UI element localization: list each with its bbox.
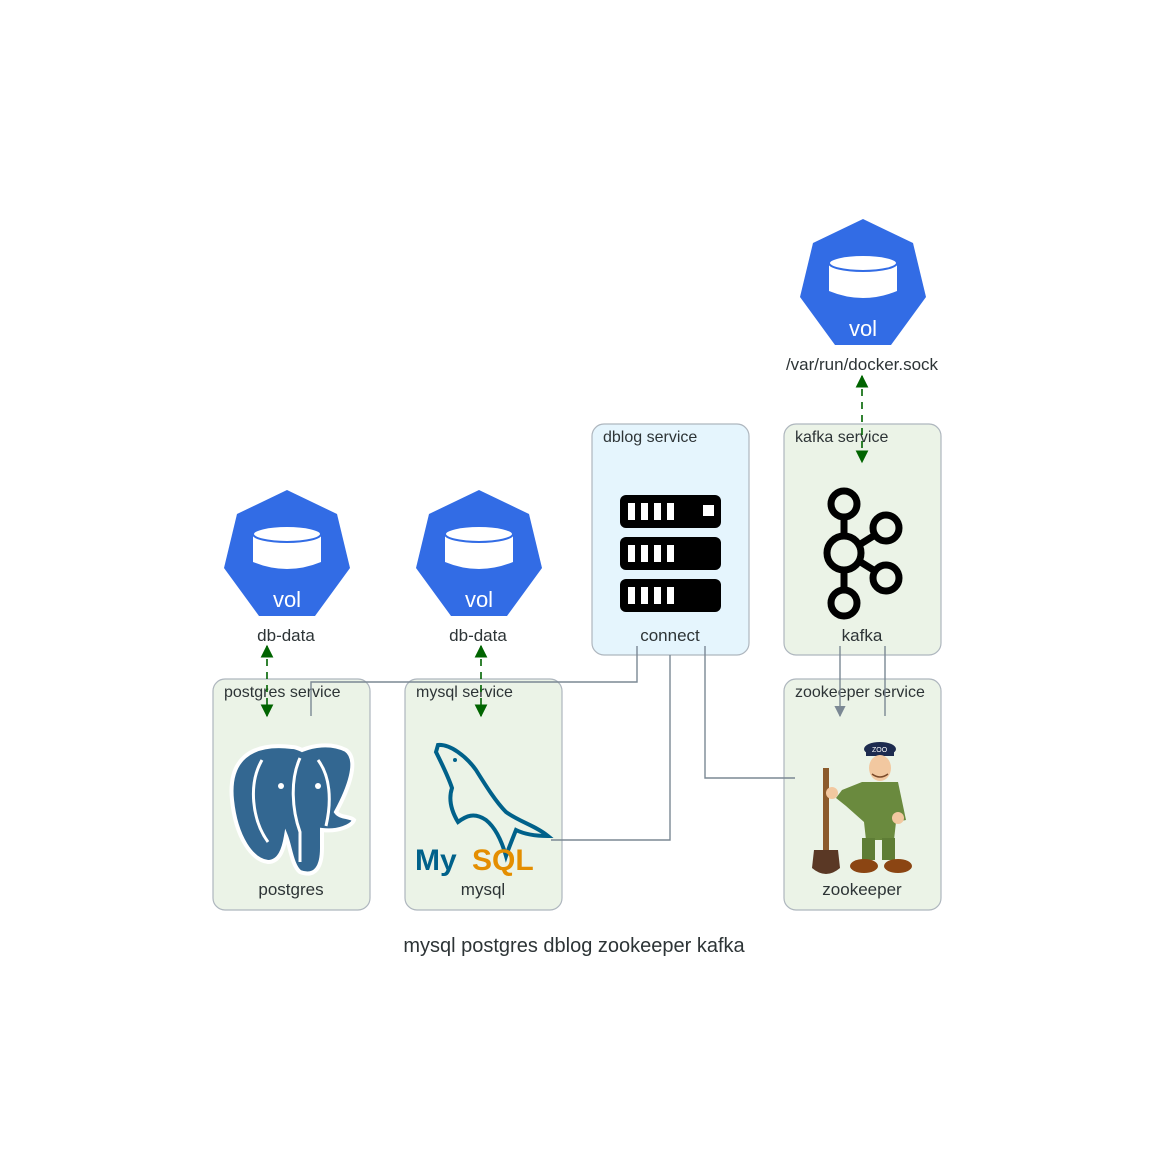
cluster-label-kafka: kafka service — [795, 429, 888, 446]
volume-label-mysql: db-data — [449, 626, 507, 645]
kubernetes-volume-icon: vol — [799, 218, 927, 346]
cluster-label-zookeeper: zookeeper service — [795, 684, 925, 701]
volume-badge-text: vol — [273, 587, 301, 612]
server-rack-icon — [620, 495, 721, 612]
volume-badge-text: vol — [849, 316, 877, 341]
volume-label-postgres: db-data — [257, 626, 315, 645]
kubernetes-volume-icon: vol — [415, 489, 543, 617]
node-zookeeper: ZOO zookeeper — [812, 742, 912, 899]
volume-label-docker: /var/run/docker.sock — [786, 355, 939, 374]
volume-badge-text: vol — [465, 587, 493, 612]
kafka-icon — [823, 487, 903, 620]
mysql-logo-sql: SQL — [472, 844, 534, 877]
node-mysql: My SQL mysql — [415, 742, 554, 899]
postgresql-elephant-icon — [229, 743, 357, 876]
mysql-dolphin-icon: My SQL — [415, 742, 554, 877]
edge-connect-zookeeper — [704, 646, 795, 779]
node-label-mysql: mysql — [461, 880, 505, 899]
node-label-zookeeper: zookeeper — [822, 880, 902, 899]
edge-connect-mysql — [551, 655, 671, 841]
node-label-kafka: kafka — [842, 626, 883, 645]
edge-connect-postgres — [310, 646, 638, 716]
node-volume-docker: vol /var/run/docker.sock — [786, 218, 939, 374]
cluster-mysql-service: mysql service — [404, 678, 563, 911]
node-connect: connect — [620, 495, 721, 645]
node-label-postgres: postgres — [258, 880, 323, 899]
zookeeper-cap-text: ZOO — [872, 747, 888, 754]
cluster-label-mysql: mysql service — [416, 684, 513, 701]
cluster-label-postgres: postgres service — [224, 684, 341, 701]
node-kafka: kafka — [823, 487, 903, 645]
edges-dashed — [260, 374, 869, 718]
zookeeper-keeper-icon: ZOO — [812, 742, 912, 874]
node-label-connect: connect — [640, 626, 700, 645]
mysql-logo-my: My — [415, 844, 457, 877]
diagram-caption: mysql postgres dblog zookeeper kafka — [403, 935, 745, 957]
node-volume-postgres: vol db-data — [223, 489, 351, 645]
cluster-label-dblog: dblog service — [603, 429, 697, 446]
node-postgres: postgres — [229, 743, 357, 899]
kubernetes-volume-icon: vol — [223, 489, 351, 617]
edges-solid — [310, 646, 886, 841]
node-volume-mysql: vol db-data — [415, 489, 543, 645]
